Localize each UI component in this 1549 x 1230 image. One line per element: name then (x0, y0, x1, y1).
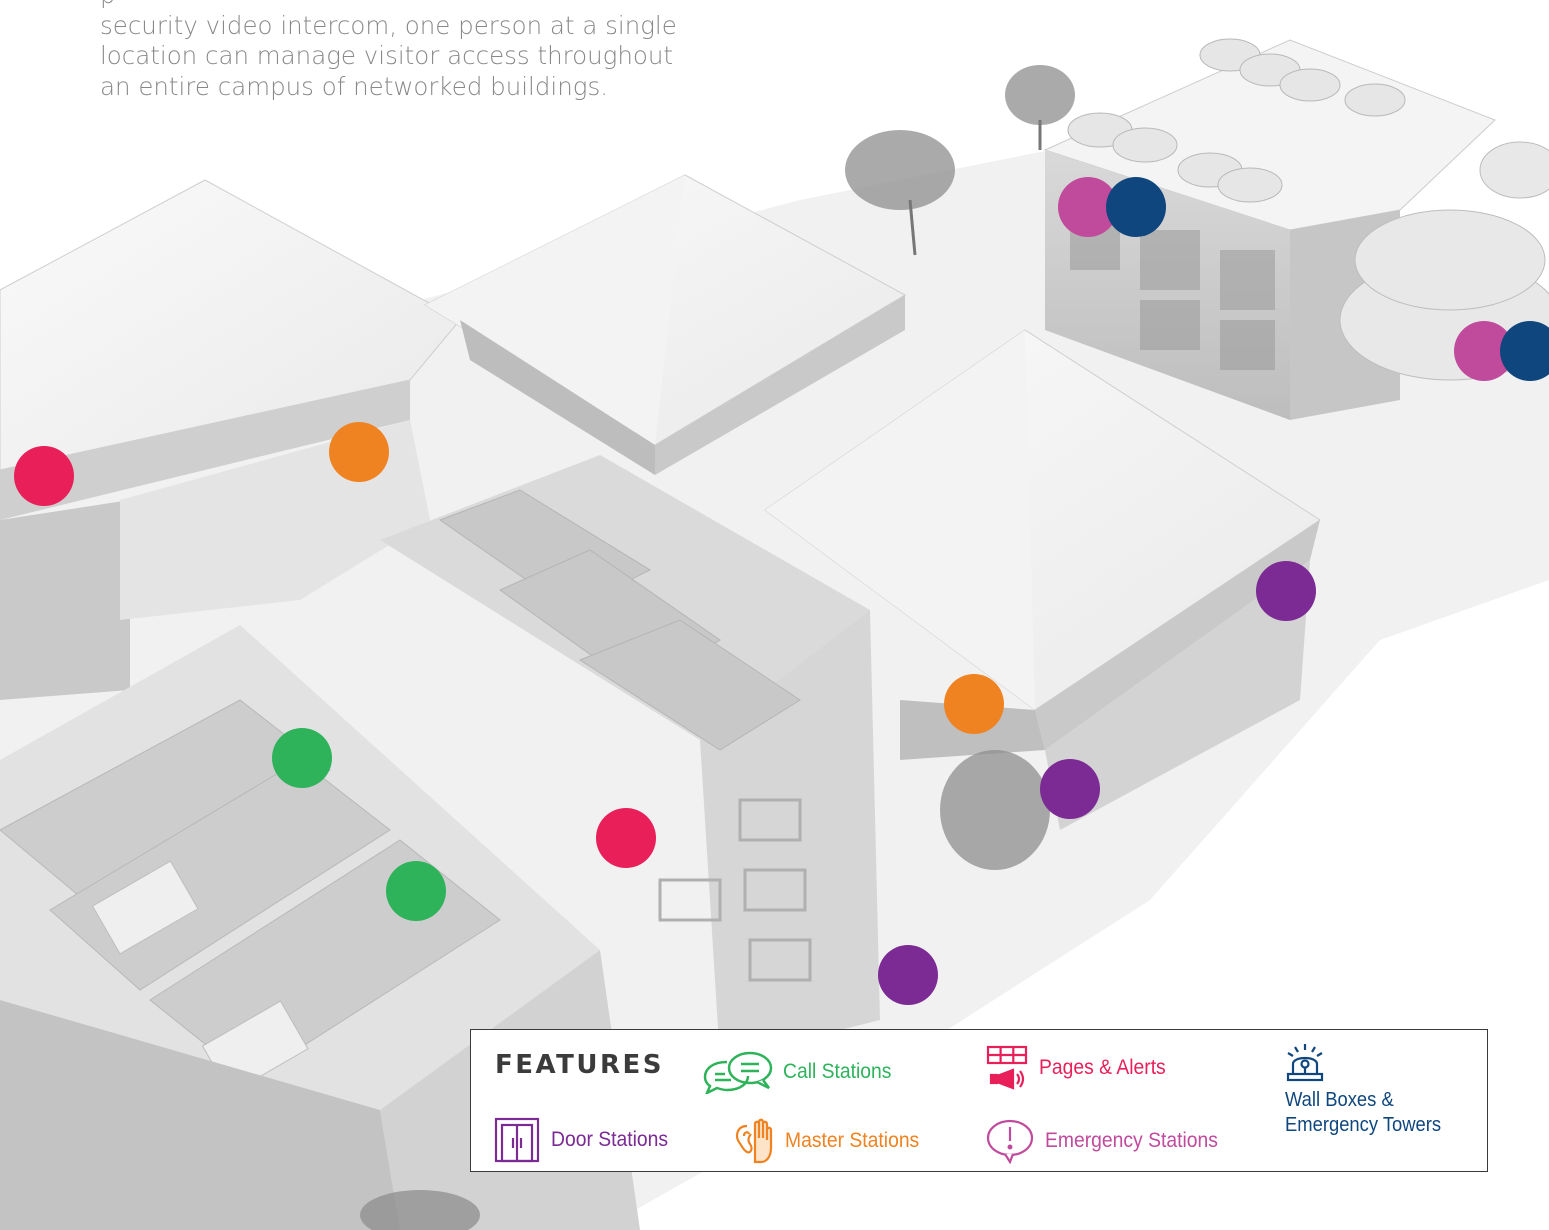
marker-call-station[interactable] (272, 728, 332, 788)
legend-label-emergency-stations: Emergency Stations (1045, 1129, 1218, 1152)
marker-master-station[interactable] (944, 674, 1004, 734)
marker-pages-alerts[interactable] (14, 446, 74, 506)
legend-item-call-stations: Call Stations (703, 1050, 901, 1094)
beacon-light-icon (1286, 1044, 1324, 1082)
marker-master-station[interactable] (329, 422, 389, 482)
double-door-icon (494, 1117, 540, 1163)
intro-text: p security video intercom, one person at… (100, 0, 720, 102)
marker-wall-box[interactable] (1500, 321, 1549, 381)
marker-door-station[interactable] (878, 945, 938, 1005)
legend-label-door-stations: Door Stations (551, 1128, 669, 1151)
marker-call-station[interactable] (386, 861, 446, 921)
legend-label-pages-alerts: Pages & Alerts (1039, 1056, 1166, 1079)
marker-wall-box[interactable] (1106, 177, 1166, 237)
intro-line-1: p (100, 0, 720, 11)
legend-label-call-stations: Call Stations (783, 1060, 892, 1083)
speech-bubbles-icon (703, 1051, 773, 1094)
legend-label-wall-boxes: Wall Boxes & (1285, 1089, 1394, 1111)
marker-pages-alerts[interactable] (596, 808, 656, 868)
legend-item-pages-alerts: Pages & Alerts (985, 1044, 1177, 1092)
legend-item-wall-boxes: Wall Boxes & Emergency Towers (1285, 1042, 1455, 1138)
exclamation-bubble-icon (986, 1119, 1034, 1164)
ear-hand-icon (736, 1118, 773, 1164)
marker-door-station[interactable] (1256, 561, 1316, 621)
legend-item-door-stations: Door Stations (493, 1116, 678, 1164)
legend-item-emergency-stations: Emergency Stations (985, 1118, 1233, 1164)
marker-door-station[interactable] (1040, 759, 1100, 819)
intro-line-4: an entire campus of networked buildings. (100, 71, 608, 101)
megaphone-display-icon (986, 1045, 1028, 1090)
intro-line-3: location can manage visitor access throu… (100, 41, 673, 70)
legend-item-master-stations: Master Stations (733, 1118, 931, 1164)
legend-label-emergency-towers: Emergency Towers (1285, 1114, 1442, 1136)
intro-line-2: security video intercom, one person at a… (100, 10, 677, 40)
legend-label-master-stations: Master Stations (785, 1129, 920, 1152)
legend-title: FEATURES (495, 1050, 664, 1080)
features-legend: FEATURES Call Stations Pages & Alerts (470, 1029, 1488, 1172)
